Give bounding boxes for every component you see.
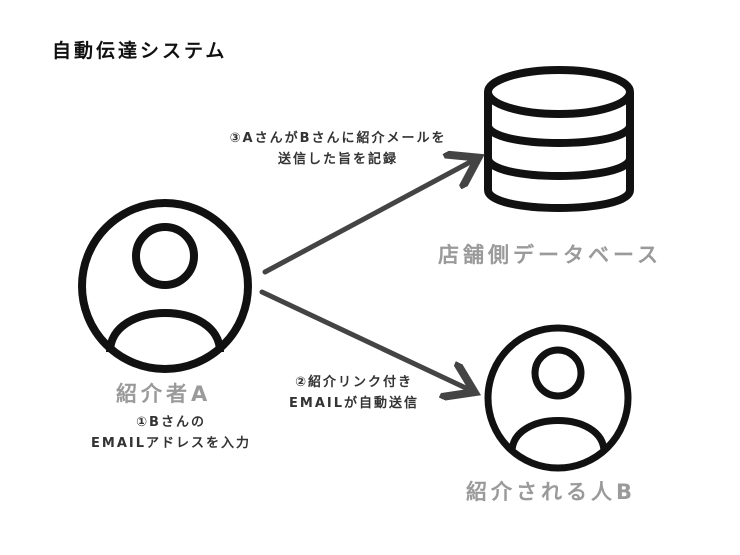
arrow-to-database: [262, 160, 474, 275]
person-a-icon: [78, 199, 252, 373]
step1-line2: EMAILアドレスを入力: [91, 436, 251, 451]
step2-line2: EMAILが自動送信: [289, 396, 419, 411]
database-label: 店舗側データベース: [438, 243, 662, 267]
referrer-label: 紹介者A: [116, 382, 212, 406]
step3-line1: ③AさんがBさんに紹介メールを: [229, 131, 447, 146]
step2-note: ②紹介リンク付き EMAILが自動送信: [274, 372, 434, 414]
step2-line1: ②紹介リンク付き: [294, 375, 413, 390]
diagram-title: 自動伝達システム: [52, 40, 228, 62]
step3-line2: 送信した旨を記録: [277, 152, 398, 167]
step1-note: ①Bさんの EMAILアドレスを入力: [86, 412, 256, 454]
arrow-to-referee: [259, 289, 470, 390]
person-b-icon: [484, 324, 632, 472]
step1-line1: ①Bさんの: [136, 415, 206, 430]
step3-note: ③AさんがBさんに紹介メールを 送信した旨を記録: [198, 128, 478, 170]
database-icon: [484, 66, 634, 212]
referee-label: 紹介される人B: [466, 480, 637, 504]
